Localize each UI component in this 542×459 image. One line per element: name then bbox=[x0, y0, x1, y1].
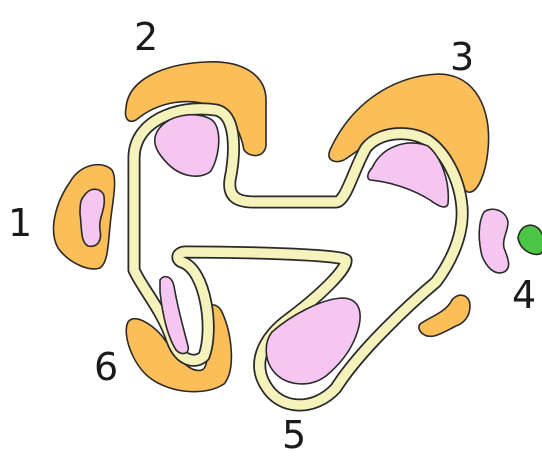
label-3: 3 bbox=[450, 35, 474, 79]
orange-blob-4-small bbox=[419, 295, 470, 336]
label-2: 2 bbox=[134, 15, 158, 59]
label-1: 1 bbox=[8, 201, 32, 245]
label-5: 5 bbox=[282, 413, 306, 457]
pink-region-1 bbox=[80, 189, 104, 246]
pink-region-2 bbox=[155, 115, 219, 176]
label-6: 6 bbox=[94, 345, 118, 389]
label-4: 4 bbox=[512, 273, 536, 317]
pink-region-4 bbox=[479, 209, 508, 273]
green-blob bbox=[518, 225, 542, 254]
